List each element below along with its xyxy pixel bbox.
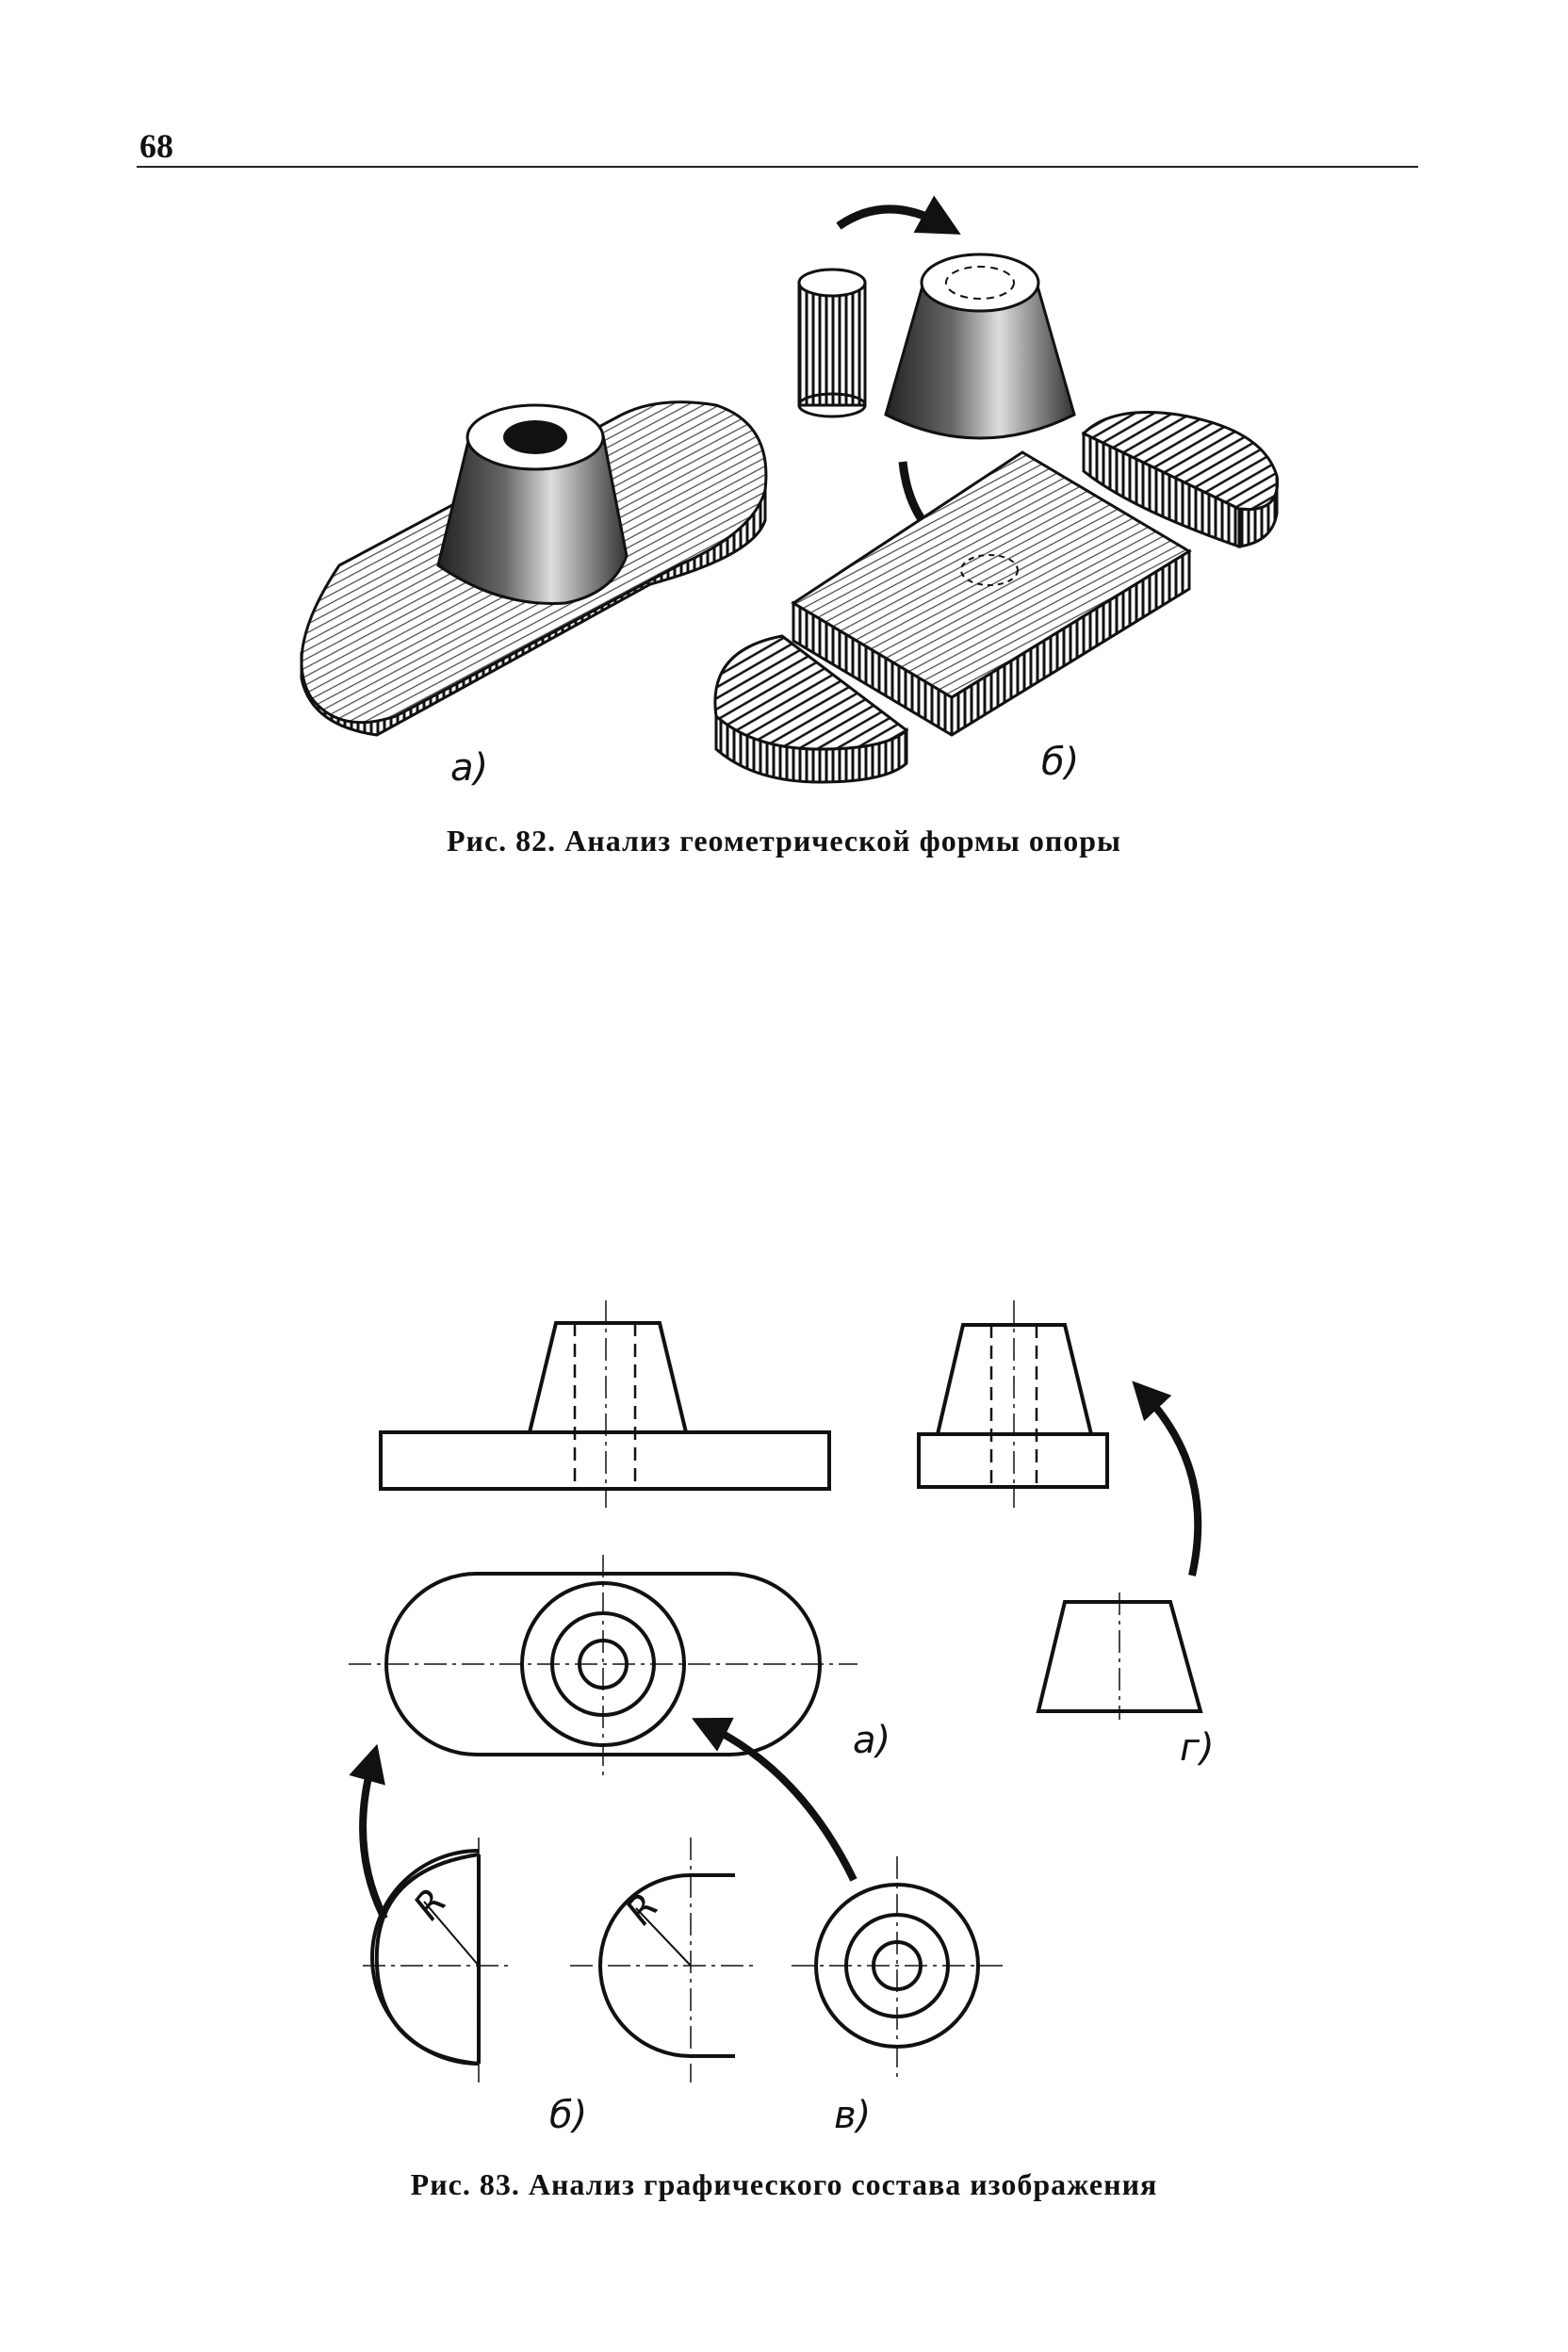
rect-slab-top <box>791 450 1192 699</box>
fig83-label-b: б) <box>549 2094 587 2137</box>
figure-82: а) б) <box>300 195 1279 790</box>
trapezoid-view <box>1036 1592 1203 1720</box>
front-view <box>379 1300 831 1508</box>
separate-cone <box>884 281 1076 440</box>
half-circle-left <box>363 1838 509 2082</box>
arrow-to-side-view <box>1132 1380 1202 1576</box>
concentric-circles <box>792 1856 1008 2078</box>
dimension-label-center: R <box>617 1886 667 1934</box>
side-view <box>917 1300 1109 1508</box>
arrow-top <box>836 195 961 235</box>
fig83-label-g: г) <box>1180 1726 1215 1770</box>
assembled-support: а) <box>300 400 768 790</box>
fig83-label-a: а) <box>853 1719 890 1762</box>
header-rule <box>137 166 1418 168</box>
c-shape <box>570 1838 754 2082</box>
cone-hole <box>503 420 567 454</box>
cone-body <box>436 433 629 605</box>
fig82-label-b: б) <box>1041 741 1079 784</box>
fig82-label-a: а) <box>450 746 488 790</box>
separate-cone-top <box>920 253 1040 313</box>
arrow-to-top-view-center <box>692 1717 858 1882</box>
half-cylinder-right <box>1082 431 1241 549</box>
half-circle-arc-visible <box>374 1853 480 2066</box>
arrow-to-top-view-left <box>349 1743 388 1920</box>
small-cylinder <box>797 281 867 407</box>
dimension-label-left: R <box>405 1881 455 1929</box>
small-cylinder-top <box>797 268 867 298</box>
figure-82-caption: Рис. 82. Анализ геометрической формы опо… <box>446 824 1122 858</box>
fig83-label-v: в) <box>834 2094 871 2137</box>
page-number: 68 <box>139 127 173 165</box>
top-view <box>349 1555 858 1776</box>
figure-83: R R а) г) б) в) <box>349 1300 1215 2137</box>
exploded-parts: б) <box>713 195 1279 784</box>
figure-83-caption: Рис. 83. Анализ графического состава изо… <box>410 2167 1158 2201</box>
